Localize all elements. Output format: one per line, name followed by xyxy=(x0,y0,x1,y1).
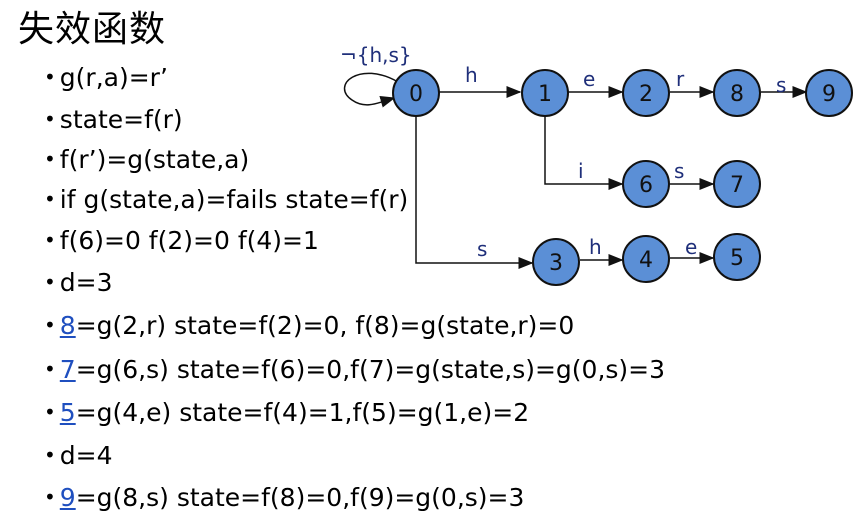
state-link-7[interactable]: 7 xyxy=(59,355,76,384)
state-node-label: 5 xyxy=(730,246,744,271)
state-node-3: 3 xyxy=(532,238,580,286)
list-item: •5=g(4,e) state=f(4)=1,f(5)=g(1,e)=2 xyxy=(44,398,530,427)
list-item: •7=g(6,s) state=f(6)=0,f(7)=g(state,s)=g… xyxy=(44,355,666,384)
list-item: •state=f(r) xyxy=(44,105,183,134)
edge-label-0-3: s xyxy=(477,237,487,261)
list-item: •f(6)=0 f(2)=0 f(4)=1 xyxy=(44,226,319,255)
edge-0-3 xyxy=(415,116,534,269)
state-node-6: 6 xyxy=(622,160,670,208)
state-link-5[interactable]: 5 xyxy=(59,398,76,427)
list-item: •if g(state,a)=fails state=f(r) xyxy=(44,185,409,214)
list-item: •d=4 xyxy=(44,441,113,470)
bullet-text: f(r’)=g(state,a) xyxy=(59,145,250,174)
edge-label-2-8: r xyxy=(676,67,685,91)
bullet-text: g(r,a)=r’ xyxy=(59,63,168,92)
state-node-label: 8 xyxy=(730,82,744,107)
bullet-text: =g(4,e) state=f(4)=1,f(5)=g(1,e)=2 xyxy=(75,398,530,427)
state-node-label: 4 xyxy=(639,248,653,273)
edge-label-8-9: s xyxy=(776,73,786,97)
edge-label-3-4: h xyxy=(589,235,602,259)
edge-label-4-5: e xyxy=(685,235,697,259)
list-item: •g(r,a)=r’ xyxy=(44,63,168,92)
state-node-9: 9 xyxy=(805,69,853,117)
state-node-label: 1 xyxy=(538,82,552,107)
bullet-text: =g(8,s) state=f(8)=0,f(9)=g(0,s)=3 xyxy=(75,483,525,512)
state-node-7: 7 xyxy=(713,160,761,208)
list-item: •f(r’)=g(state,a) xyxy=(44,145,250,174)
state-node-label: 6 xyxy=(639,173,653,198)
edge-label-self-loop: ¬{h,s} xyxy=(340,43,412,67)
state-node-label: 3 xyxy=(549,251,563,276)
list-item: •8=g(2,r) state=f(2)=0, f(8)=g(state,r)=… xyxy=(44,311,575,340)
state-node-0: 0 xyxy=(392,69,440,117)
state-node-label: 0 xyxy=(409,82,423,107)
edge-label-1-2: e xyxy=(583,67,595,91)
bullet-text: state=f(r) xyxy=(59,105,183,134)
state-node-8: 8 xyxy=(713,69,761,117)
bullet-text: d=4 xyxy=(59,441,113,470)
edge-self-loop xyxy=(343,72,399,108)
state-link-9[interactable]: 9 xyxy=(59,483,76,512)
list-item: •d=3 xyxy=(44,268,113,297)
state-node-4: 4 xyxy=(622,235,670,283)
state-node-2: 2 xyxy=(622,69,670,117)
page-title: 失效函数 xyxy=(18,9,167,50)
bullet-text: d=3 xyxy=(59,268,113,297)
edge-label-1-6: i xyxy=(578,159,584,183)
state-link-8[interactable]: 8 xyxy=(59,311,76,340)
state-node-label: 7 xyxy=(730,173,744,198)
state-node-label: 9 xyxy=(822,82,836,107)
edge-label-6-7: s xyxy=(674,159,684,183)
bullet-text: if g(state,a)=fails state=f(r) xyxy=(59,185,409,214)
bullet-text: f(6)=0 f(2)=0 f(4)=1 xyxy=(59,226,319,255)
edge-1-6 xyxy=(544,116,624,190)
state-node-label: 2 xyxy=(639,82,653,107)
bullet-text: =g(6,s) state=f(6)=0,f(7)=g(state,s)=g(0… xyxy=(75,355,666,384)
edge-label-0-1: h xyxy=(465,63,478,87)
state-node-1: 1 xyxy=(521,69,569,117)
bullet-text: =g(2,r) state=f(2)=0, f(8)=g(state,r)=0 xyxy=(75,311,575,340)
state-node-5: 5 xyxy=(713,233,761,281)
list-item: •9=g(8,s) state=f(8)=0,f(9)=g(0,s)=3 xyxy=(44,483,525,512)
